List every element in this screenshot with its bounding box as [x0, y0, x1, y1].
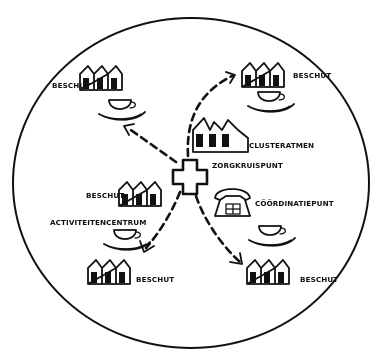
network-boundary-circle: [12, 17, 370, 349]
house-cluster-icon: [87, 259, 131, 285]
label-mid-left: BESCHUT: [86, 191, 124, 200]
label-cluster: CLUSTERATMEN: [249, 141, 314, 150]
teacup-icon: [247, 91, 295, 113]
dashed-arrow-icon: [139, 190, 182, 253]
label-top-left: BESCHUT: [52, 81, 90, 90]
teacup-icon: [103, 229, 151, 251]
house-cluster-icon: [241, 62, 285, 88]
teacup-icon: [248, 225, 296, 247]
label-bottom-left: BESCHUT: [136, 275, 174, 284]
house-cluster-icon: [118, 181, 162, 207]
dashed-arrow-icon: [123, 123, 178, 164]
care-cross-icon: [171, 158, 209, 196]
label-bottom-right: BESCHUT: [300, 275, 338, 284]
label-coordination: CÖÖRDINATIEPUNT: [255, 199, 334, 208]
dashed-arrow-icon: [194, 194, 243, 265]
dashed-arrow-icon: [186, 71, 236, 158]
label-activity: ACTIVITEITENCENTRUM: [50, 218, 147, 227]
teacup-icon: [98, 99, 146, 121]
label-central: ZORGKRUISPUNT: [212, 161, 283, 170]
house-cluster-icon: [192, 117, 249, 153]
house-cluster-icon: [246, 259, 290, 285]
label-top-right: BESCHUT: [293, 71, 331, 80]
telephone-icon: [214, 188, 251, 217]
